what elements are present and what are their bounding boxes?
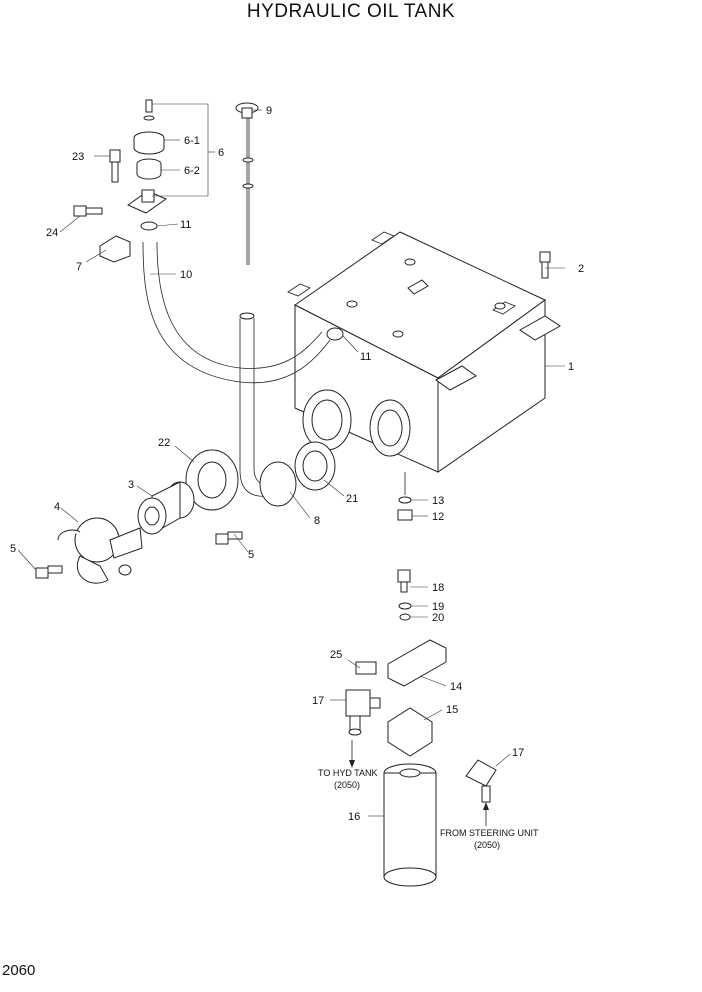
callout-10: 10 — [180, 269, 192, 281]
callout-13: 13 — [432, 495, 444, 507]
callout-11-tank: 11 — [360, 351, 371, 363]
callout-14: 14 — [450, 681, 462, 693]
callout-9: 9 — [266, 105, 272, 117]
callout-22: 22 — [158, 437, 170, 449]
note-to-hyd-tank: TO HYD TANK — [318, 768, 378, 778]
callout-19: 19 — [432, 601, 444, 613]
callout-6: 6 — [218, 147, 224, 159]
callout-8: 8 — [314, 515, 320, 527]
callout-15: 15 — [446, 704, 458, 716]
callout-6-2: 6-2 — [184, 165, 200, 177]
callout-12: 12 — [432, 511, 444, 523]
note-from-steering: FROM STEERING UNIT — [440, 828, 539, 838]
callout-1: 1 — [568, 361, 574, 373]
callout-18: 18 — [432, 582, 444, 594]
note-from-steering-ref: (2050) — [474, 840, 500, 850]
callout-17-left: 17 — [312, 695, 324, 707]
callout-24: 24 — [46, 227, 58, 239]
callout-20: 20 — [432, 612, 444, 624]
line-filter-assembly — [345, 569, 497, 887]
callout-21: 21 — [346, 493, 358, 505]
callout-25: 25 — [330, 649, 342, 661]
callout-11-top: 11 — [180, 219, 191, 231]
callout-17-right: 17 — [512, 747, 524, 759]
callout-5-right: 5 — [248, 549, 254, 561]
callout-6-1: 6-1 — [184, 135, 200, 147]
strainer — [137, 481, 195, 535]
callout-labels: 1 2 3 4 5 5 6 6-1 6-2 7 8 9 10 11 11 12 … — [10, 105, 584, 850]
hydraulic-oil-tank — [287, 231, 561, 495]
leader-lines — [17, 103, 565, 817]
callout-4: 4 — [54, 501, 60, 513]
page-number: 2060 — [2, 962, 36, 979]
callout-7: 7 — [76, 261, 82, 273]
note-to-hyd-tank-ref: (2050) — [334, 780, 360, 790]
suction-fitting — [57, 517, 143, 584]
gaskets — [185, 441, 336, 511]
callout-23: 23 — [72, 151, 84, 163]
callout-2: 2 — [578, 263, 584, 275]
breather-assembly — [99, 99, 168, 263]
page-title: HYDRAULIC OIL TANK — [246, 1, 456, 22]
dipstick — [235, 102, 259, 265]
callout-16: 16 — [348, 811, 360, 823]
callout-3: 3 — [128, 479, 134, 491]
callout-5-left: 5 — [10, 543, 16, 555]
